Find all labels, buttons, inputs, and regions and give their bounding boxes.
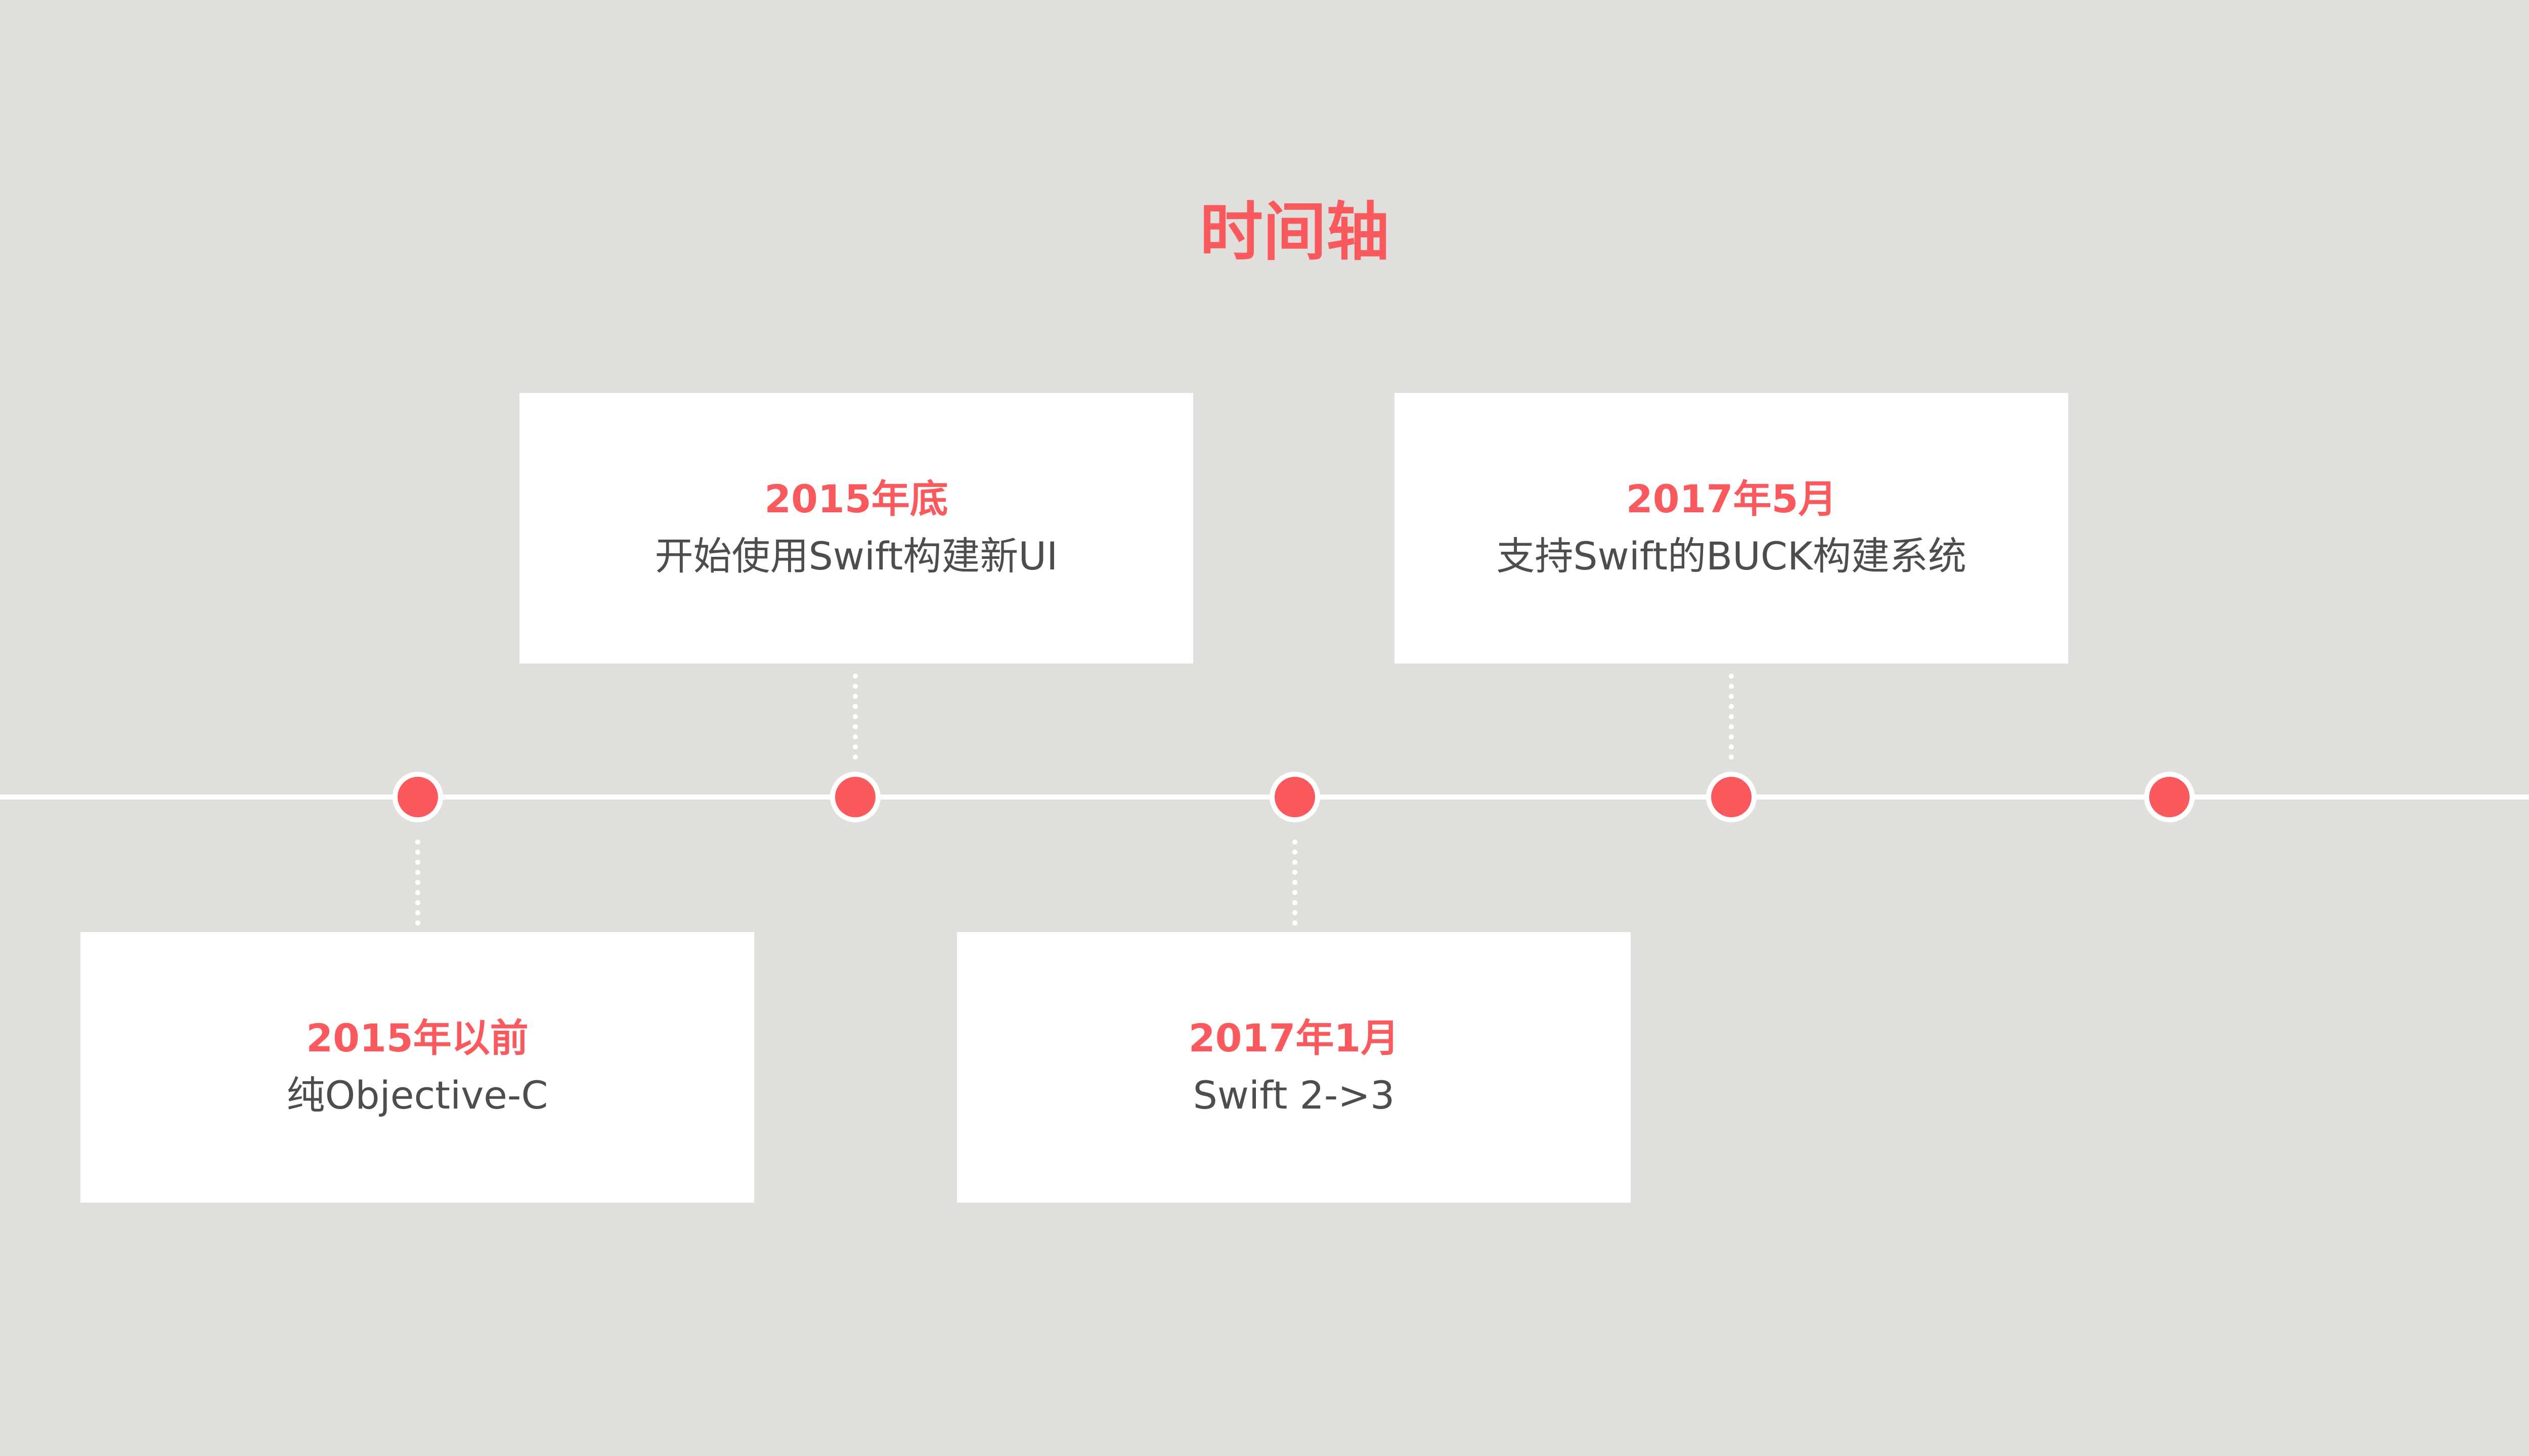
event-description: 支持Swift的BUCK构建系统 — [1496, 533, 1967, 579]
connector-event-4 — [1729, 674, 1734, 760]
connector-event-1 — [415, 840, 420, 925]
timeline-axis — [0, 795, 2529, 800]
connector-event-3 — [1292, 840, 1297, 925]
timeline-dot-3 — [1270, 772, 1320, 822]
event-date: 2015年以前 — [306, 1015, 529, 1061]
event-description: 开始使用Swift构建新UI — [655, 533, 1058, 579]
event-card-4: 2017年5月 支持Swift的BUCK构建系统 — [1394, 393, 2068, 664]
event-date: 2017年1月 — [1188, 1015, 1400, 1061]
event-card-1: 2015年以前 纯Objective-C — [80, 932, 754, 1203]
timeline-dot-2 — [830, 772, 881, 822]
event-date: 2015年底 — [764, 476, 948, 521]
event-description: Swift 2->3 — [1193, 1072, 1395, 1118]
event-description: 纯Objective-C — [286, 1072, 548, 1118]
timeline-dot-1 — [393, 772, 443, 822]
event-date: 2017年5月 — [1626, 476, 1837, 521]
event-card-3: 2017年1月 Swift 2->3 — [957, 932, 1631, 1203]
timeline-dot-4 — [1706, 772, 1757, 822]
event-card-2: 2015年底 开始使用Swift构建新UI — [519, 393, 1193, 664]
timeline-dot-5 — [2144, 772, 2195, 822]
connector-event-2 — [853, 674, 858, 760]
page-title: 时间轴 — [1200, 196, 1389, 269]
